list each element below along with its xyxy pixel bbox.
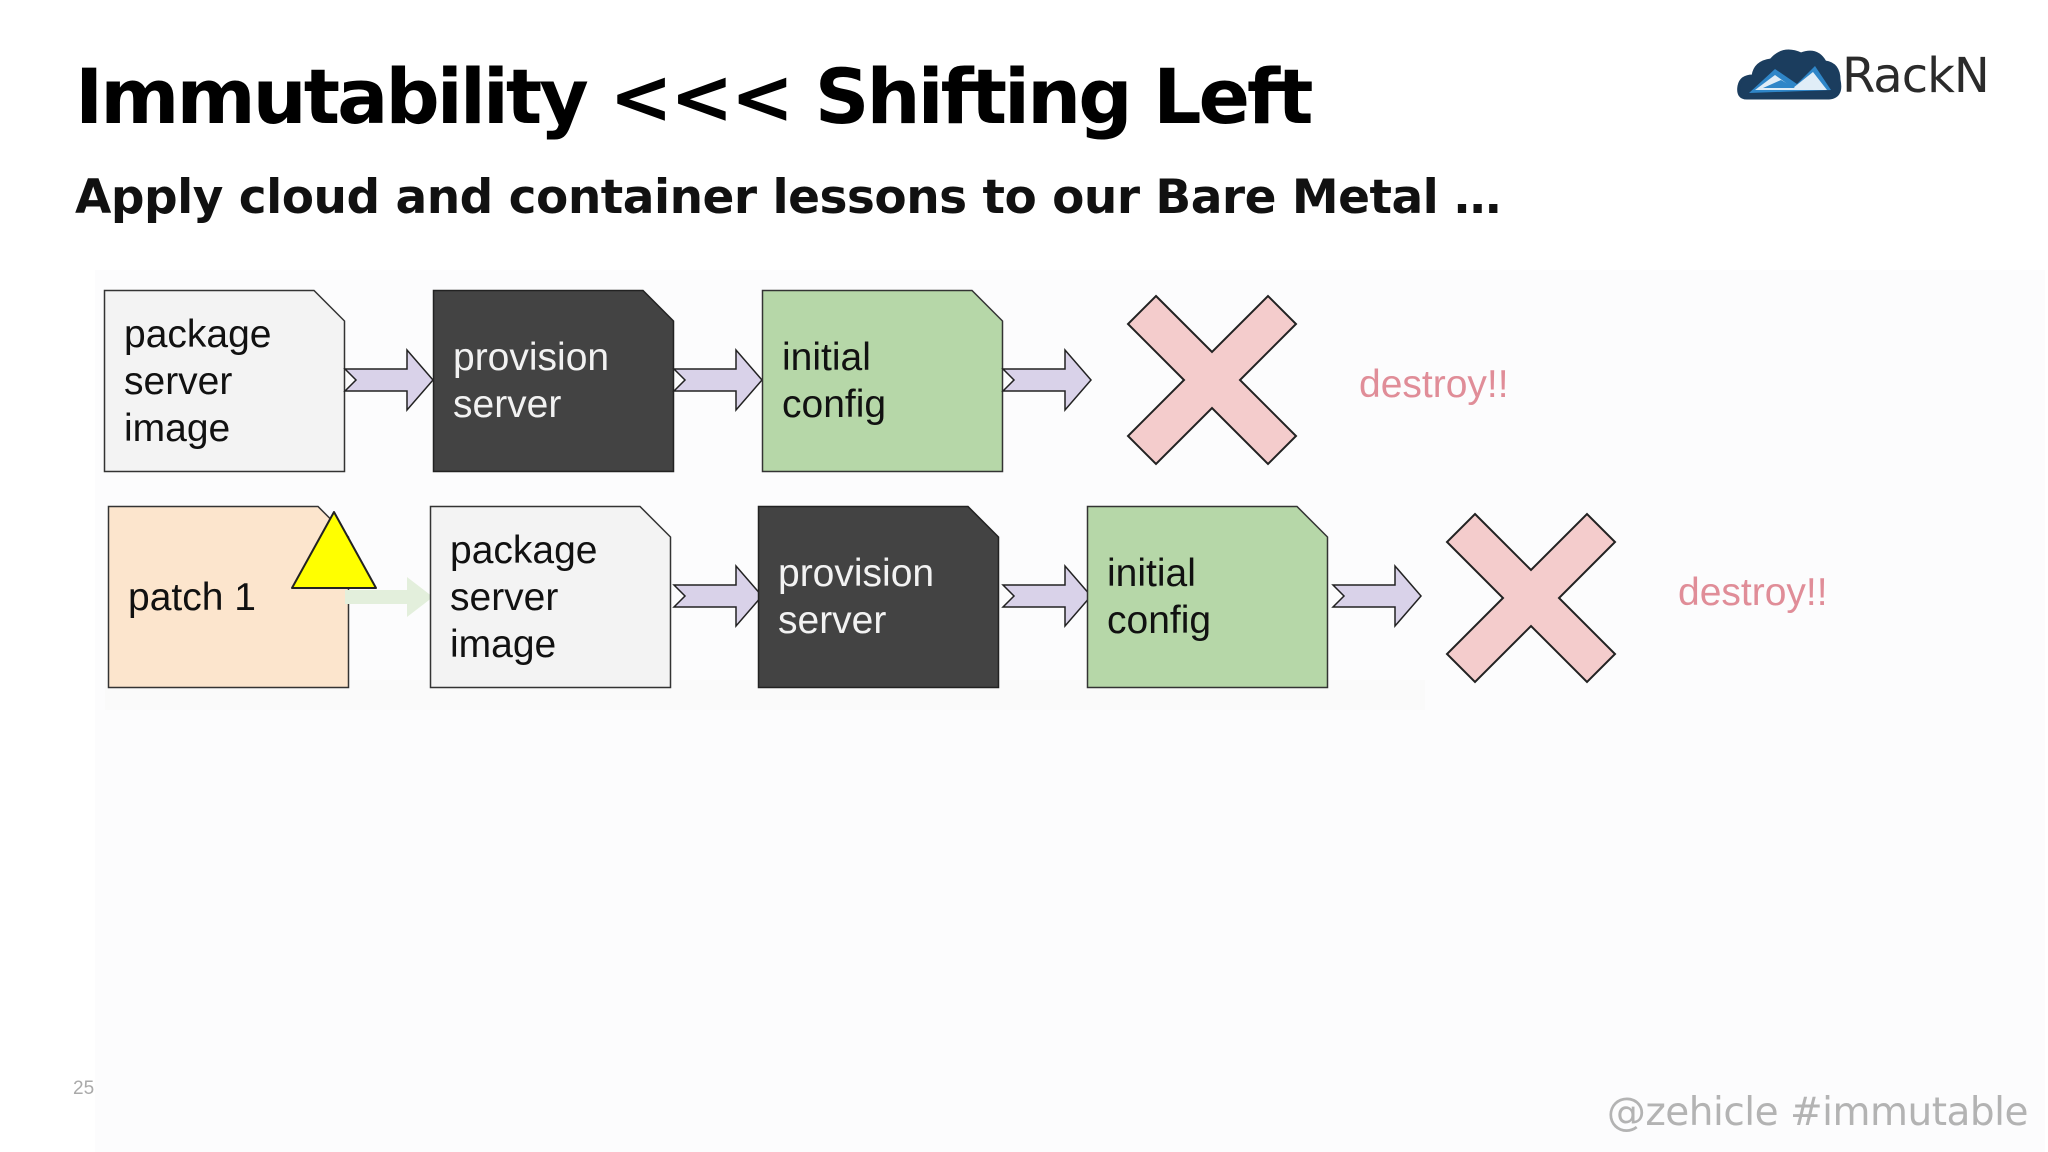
right-arrow-icon bbox=[1001, 347, 1092, 413]
box-label-line: image bbox=[450, 622, 557, 666]
slide-subtitle: Apply cloud and container lessons to our… bbox=[75, 170, 1501, 225]
right-arrow-icon bbox=[1331, 563, 1422, 629]
box-label-line: provision bbox=[778, 552, 935, 595]
document-shape bbox=[103, 289, 346, 473]
box-label-line: package bbox=[450, 528, 598, 572]
rackn-cloud-logo-icon bbox=[1737, 49, 1842, 100]
provision-server-box: provision server bbox=[432, 289, 675, 473]
document-shape bbox=[757, 505, 1000, 689]
rackn-logo-text: RackN bbox=[1842, 48, 1990, 104]
document-shape bbox=[429, 505, 672, 689]
right-arrow-icon bbox=[343, 347, 434, 413]
slide-number: 25 bbox=[73, 1078, 95, 1099]
box-label-line: initial bbox=[782, 336, 871, 379]
right-arrow-icon bbox=[1001, 563, 1092, 629]
patch-box: patch 1 bbox=[107, 505, 350, 689]
box-label-line: server bbox=[450, 575, 559, 619]
box-label-line: server bbox=[778, 599, 887, 642]
package-server-image-box: package server image bbox=[429, 505, 672, 689]
warning-triangle-icon bbox=[291, 511, 377, 589]
box-label-line: config bbox=[1107, 599, 1212, 642]
box-label-line: patch 1 bbox=[128, 575, 256, 619]
document-shape bbox=[107, 505, 350, 689]
initial-config-box: initial config bbox=[1086, 505, 1329, 689]
box-label-line: initial bbox=[1107, 552, 1196, 595]
document-shape bbox=[761, 289, 1004, 473]
faint-arrow-icon bbox=[345, 577, 433, 617]
box-label-line: server bbox=[453, 383, 562, 426]
document-shape bbox=[432, 289, 675, 473]
diagram-background bbox=[95, 270, 2045, 1152]
right-arrow-icon bbox=[672, 563, 763, 629]
box-label-line: image bbox=[124, 406, 231, 450]
package-server-image-box: package server image bbox=[103, 289, 346, 473]
footer-hashtag: @zehicle #immutable bbox=[1606, 1090, 2029, 1135]
document-shape bbox=[1086, 505, 1329, 689]
x-mark-icon bbox=[1445, 512, 1617, 684]
provision-server-box: provision server bbox=[757, 505, 1000, 689]
box-label-line: package bbox=[124, 312, 272, 356]
box-label-line: server bbox=[124, 359, 233, 403]
box-label-line: config bbox=[782, 383, 887, 426]
right-arrow-icon bbox=[672, 347, 763, 413]
x-mark-icon bbox=[1126, 294, 1298, 466]
initial-config-box: initial config bbox=[761, 289, 1004, 473]
destroy-label: destroy!! bbox=[1359, 363, 1509, 406]
slide-title: Immutability <<< Shifting Left bbox=[75, 52, 1313, 141]
destroy-label: destroy!! bbox=[1678, 571, 1828, 614]
box-label-line: provision bbox=[453, 336, 610, 379]
